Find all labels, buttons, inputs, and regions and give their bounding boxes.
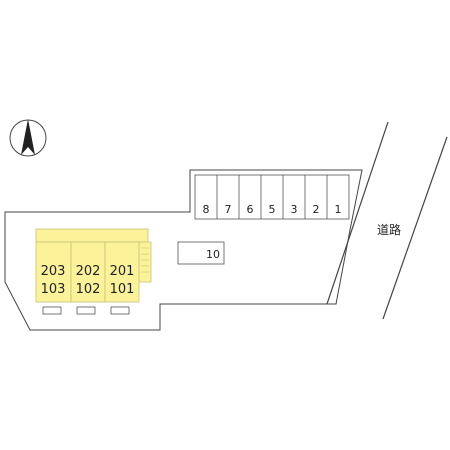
unit-upper-label: 202	[76, 264, 101, 279]
parking-space-label: 5	[269, 203, 276, 216]
parking-lot: 8 7 6 5 3 2 1	[194, 174, 350, 220]
building: 203 103 202 102 201 101	[35, 228, 152, 315]
road-edge-right	[382, 136, 448, 320]
parking-space-label: 7	[225, 203, 232, 216]
parking-space-label: 1	[335, 203, 342, 216]
parking-space-label: 8	[203, 203, 210, 216]
parking-space-label: 6	[247, 203, 254, 216]
parking-space-10: 10	[177, 241, 225, 265]
north-arrow-icon	[9, 119, 47, 157]
road-label: 道路	[377, 222, 401, 237]
unit-lower-label: 103	[41, 282, 66, 297]
unit-upper-label: 203	[41, 264, 66, 279]
parking-space-label: 2	[313, 203, 320, 216]
parking-space-label: 3	[291, 203, 298, 216]
parking-space-label: 10	[206, 248, 220, 261]
unit-lower-label: 101	[110, 282, 135, 297]
unit-lower-label: 102	[76, 282, 101, 297]
site-boundary	[4, 169, 363, 331]
road-edge-left	[326, 121, 389, 305]
unit-upper-label: 201	[110, 264, 135, 279]
